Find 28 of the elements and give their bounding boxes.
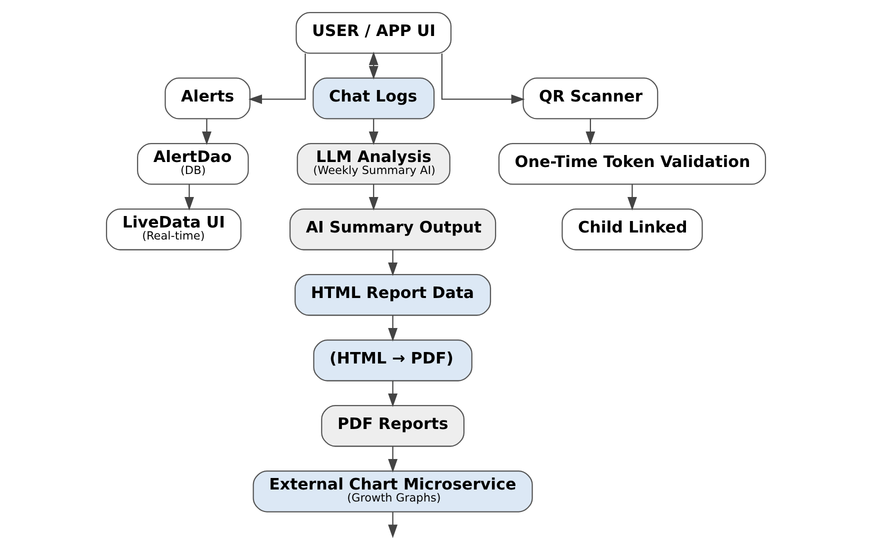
node-box: LLM Analysis (Weekly Summary AI) (296, 143, 450, 185)
node-box: Alerts (164, 78, 250, 120)
node-box: QR Scanner (522, 78, 658, 120)
node-box: USER / APP UI (296, 12, 452, 54)
arrow (184, 184, 194, 211)
node-box: (HTML → PDF) (313, 340, 472, 382)
arrow (441, 54, 525, 104)
node-box: AI Summary Output (289, 208, 496, 250)
node-box: One-Time Token Validation (498, 143, 766, 185)
node-box: PDF Reports (321, 405, 465, 447)
arrow (248, 54, 306, 104)
node-box: HTML Report Data (294, 274, 492, 316)
arrow (202, 118, 212, 146)
node-box: Chat Logs (312, 78, 435, 120)
node-box: External Chart Microservice (Growth Graphs) (252, 470, 533, 512)
arrow (368, 118, 378, 146)
arrow (368, 184, 378, 211)
arrow (586, 118, 596, 146)
arrow (368, 52, 378, 80)
arrow (388, 512, 398, 538)
node-box: LiveData UI (Real-time) (106, 208, 242, 250)
arrow (388, 446, 398, 473)
arrow (388, 380, 398, 408)
arrow (388, 250, 398, 276)
node-box: Child Linked (562, 208, 703, 250)
arrow (388, 315, 398, 342)
node-box: AlertDao (DB) (137, 143, 249, 185)
arrow (627, 184, 637, 211)
